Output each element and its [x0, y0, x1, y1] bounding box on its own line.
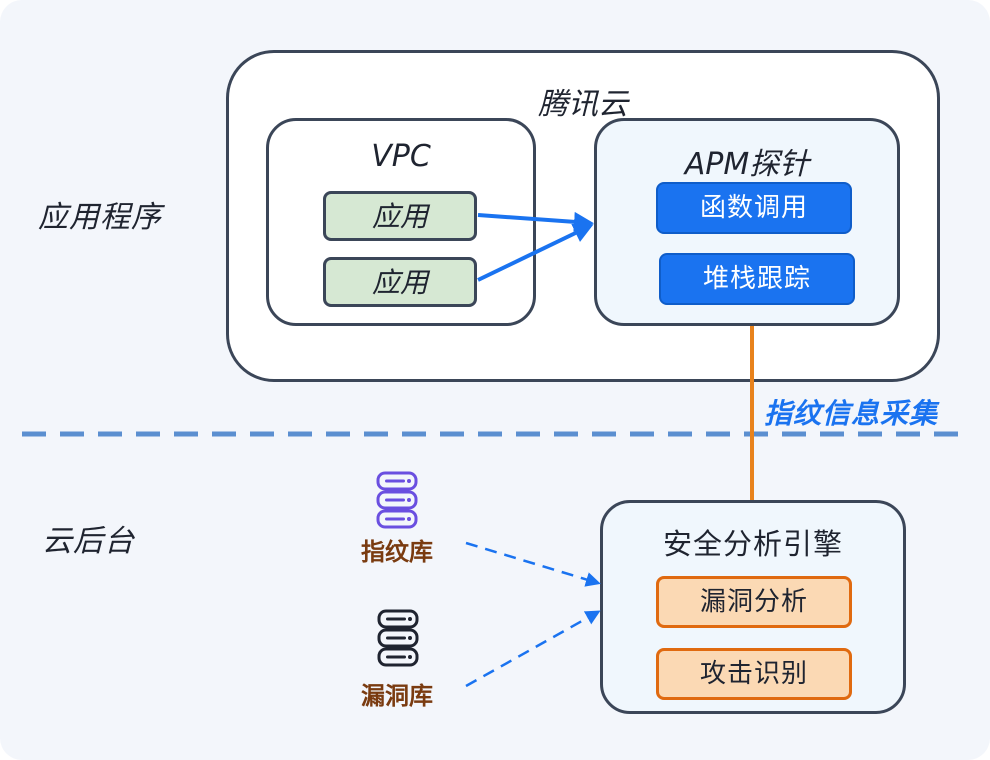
- fingerprint-db-label: 指纹库: [361, 538, 433, 566]
- fingerprint-db-arrow: [465, 541, 601, 587]
- function-call-block: 函数调用: [656, 182, 852, 234]
- vulnerability-analysis-block: 漏洞分析: [656, 576, 852, 628]
- cloud-backend-label: 云后台: [42, 524, 135, 559]
- database-icon: [375, 470, 419, 530]
- stack-trace-block: 堆栈跟踪: [659, 253, 855, 305]
- fingerprint-collection-label: 指纹信息采集: [764, 397, 939, 430]
- vulnerability-db-arrow: [465, 610, 601, 688]
- vpc-title: VPC: [371, 139, 431, 174]
- vulnerability-db-label: 漏洞库: [361, 682, 433, 710]
- attack-detection-block: 攻击识别: [656, 648, 852, 700]
- database-icon: [376, 608, 420, 668]
- application-layer-label: 应用程序: [38, 200, 162, 235]
- vpc-app-1: 应用: [323, 191, 477, 241]
- security-engine-title: 安全分析引擎: [662, 527, 843, 561]
- vpc-app-2: 应用: [323, 257, 477, 307]
- tencent-cloud-title: 腾讯云: [538, 87, 628, 122]
- apm-probe-title: APM探针: [684, 147, 810, 182]
